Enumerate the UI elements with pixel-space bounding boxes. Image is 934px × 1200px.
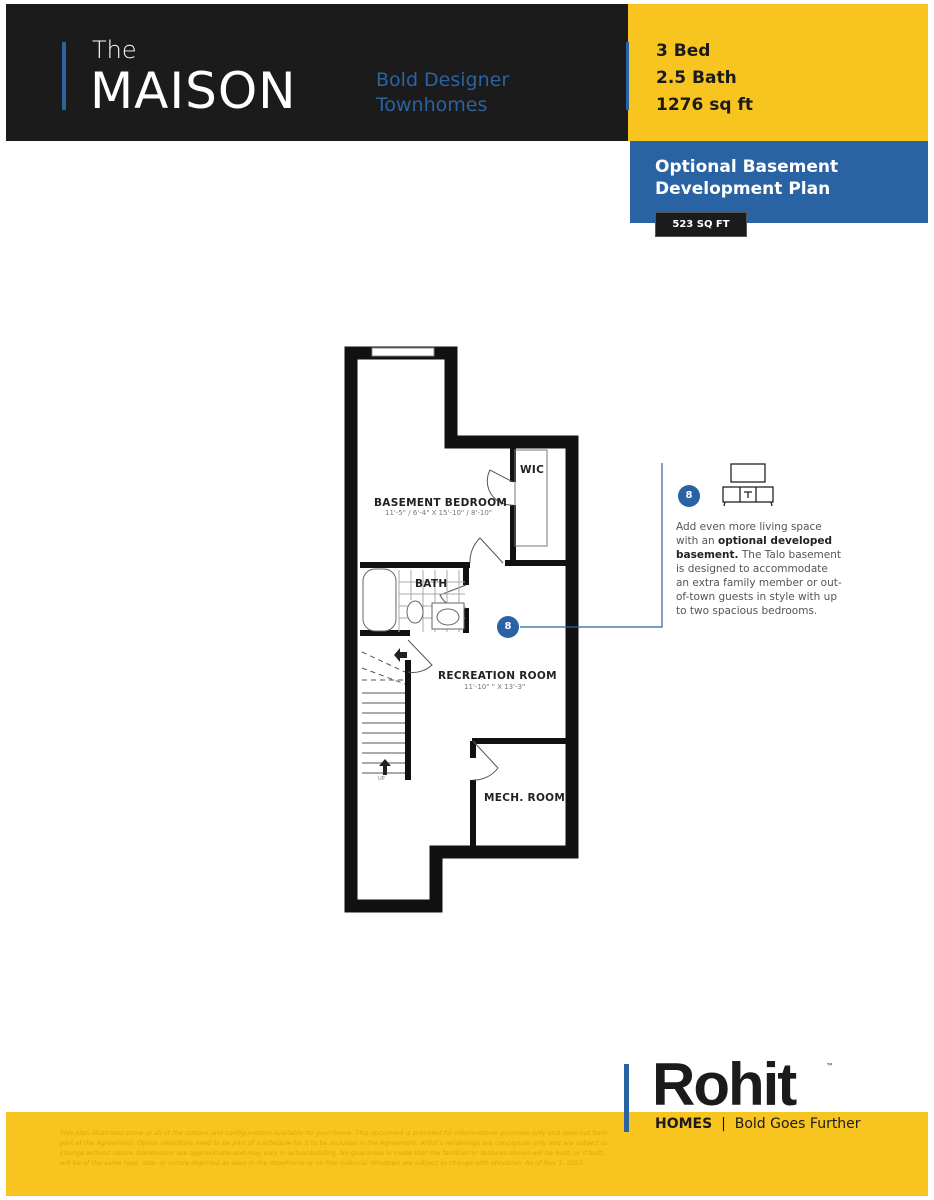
plan-title-line2: Development Plan bbox=[655, 179, 831, 199]
title-header bbox=[6, 4, 630, 141]
callout-line bbox=[520, 463, 663, 628]
logo-slogan: Bold Goes Further bbox=[734, 1116, 861, 1132]
area-badge: 523 SQ FT bbox=[655, 212, 747, 237]
wic-shelf bbox=[514, 449, 548, 547]
legal-disclaimer: This plan illustrates some or all of the… bbox=[60, 1129, 608, 1167]
logo-brand: HOMES bbox=[655, 1116, 713, 1132]
stairs-label: UP bbox=[378, 776, 385, 782]
window bbox=[371, 347, 435, 357]
room-label-bedroom: BASEMENT BEDROOM bbox=[374, 497, 508, 509]
callout-text-part: The Talo basement is designed to accommo… bbox=[676, 549, 842, 617]
tagline: Bold Designer Townhomes bbox=[376, 68, 509, 118]
room-label-recreation: RECREATION ROOM bbox=[438, 670, 557, 682]
toilet bbox=[406, 600, 424, 624]
arrow-up-icon bbox=[379, 759, 391, 775]
footer-band bbox=[6, 1112, 928, 1196]
bathtub bbox=[362, 568, 397, 632]
tv-stand-icon bbox=[722, 463, 774, 507]
spec-baths: 2.5 Bath bbox=[656, 68, 737, 88]
spec-area: 1276 sq ft bbox=[656, 95, 753, 115]
accent-bar bbox=[626, 42, 629, 110]
room-label-bath: BATH bbox=[415, 578, 448, 590]
interior-wall bbox=[360, 562, 470, 780]
arrow-left-icon bbox=[394, 648, 407, 662]
logo-separator: | bbox=[721, 1116, 726, 1132]
logo-accent-bar bbox=[624, 1064, 629, 1132]
callout-text-part: Add even more living space with an bbox=[676, 521, 822, 547]
logo-tagline: HOMES | Bold Goes Further bbox=[655, 1116, 861, 1132]
rohit-logo: Rohit bbox=[652, 1051, 797, 1118]
mech-wall bbox=[470, 738, 566, 847]
trademark: ™ bbox=[826, 1062, 834, 1071]
spec-beds: 3 Bed bbox=[656, 41, 711, 61]
specs-panel bbox=[628, 4, 928, 141]
title-prefix: The bbox=[92, 36, 137, 64]
room-dims-bedroom: 11'-5" / 6'-4" X 15'-10" / 8'-10" bbox=[385, 509, 492, 517]
room-label-wic: WIC bbox=[520, 464, 545, 476]
tagline-line2: Townhomes bbox=[376, 94, 488, 116]
plan-title: Optional Basement Development Plan bbox=[655, 156, 838, 200]
model-name: MAISON bbox=[90, 62, 297, 120]
plan-title-line1: Optional Basement bbox=[655, 157, 839, 177]
exterior-wall bbox=[344, 346, 579, 913]
callout-description: Add even more living space with an optio… bbox=[676, 520, 844, 618]
specs-list: 3 Bed 2.5 Bath 1276 sq ft bbox=[656, 38, 753, 119]
room-dims-recreation: 11'-10" " X 13'-3" bbox=[464, 683, 526, 691]
plan-title-box bbox=[630, 141, 928, 223]
accent-bar bbox=[62, 42, 66, 110]
wic-wall bbox=[505, 448, 566, 566]
stairs bbox=[361, 651, 406, 774]
callout-text-bold: optional developed basement. bbox=[676, 535, 832, 561]
room-label-mech: MECH. ROOM bbox=[484, 792, 566, 804]
tagline-line1: Bold Designer bbox=[376, 69, 510, 91]
callout-marker-8: 8 bbox=[678, 485, 700, 507]
plan-marker-8: 8 bbox=[497, 616, 519, 638]
